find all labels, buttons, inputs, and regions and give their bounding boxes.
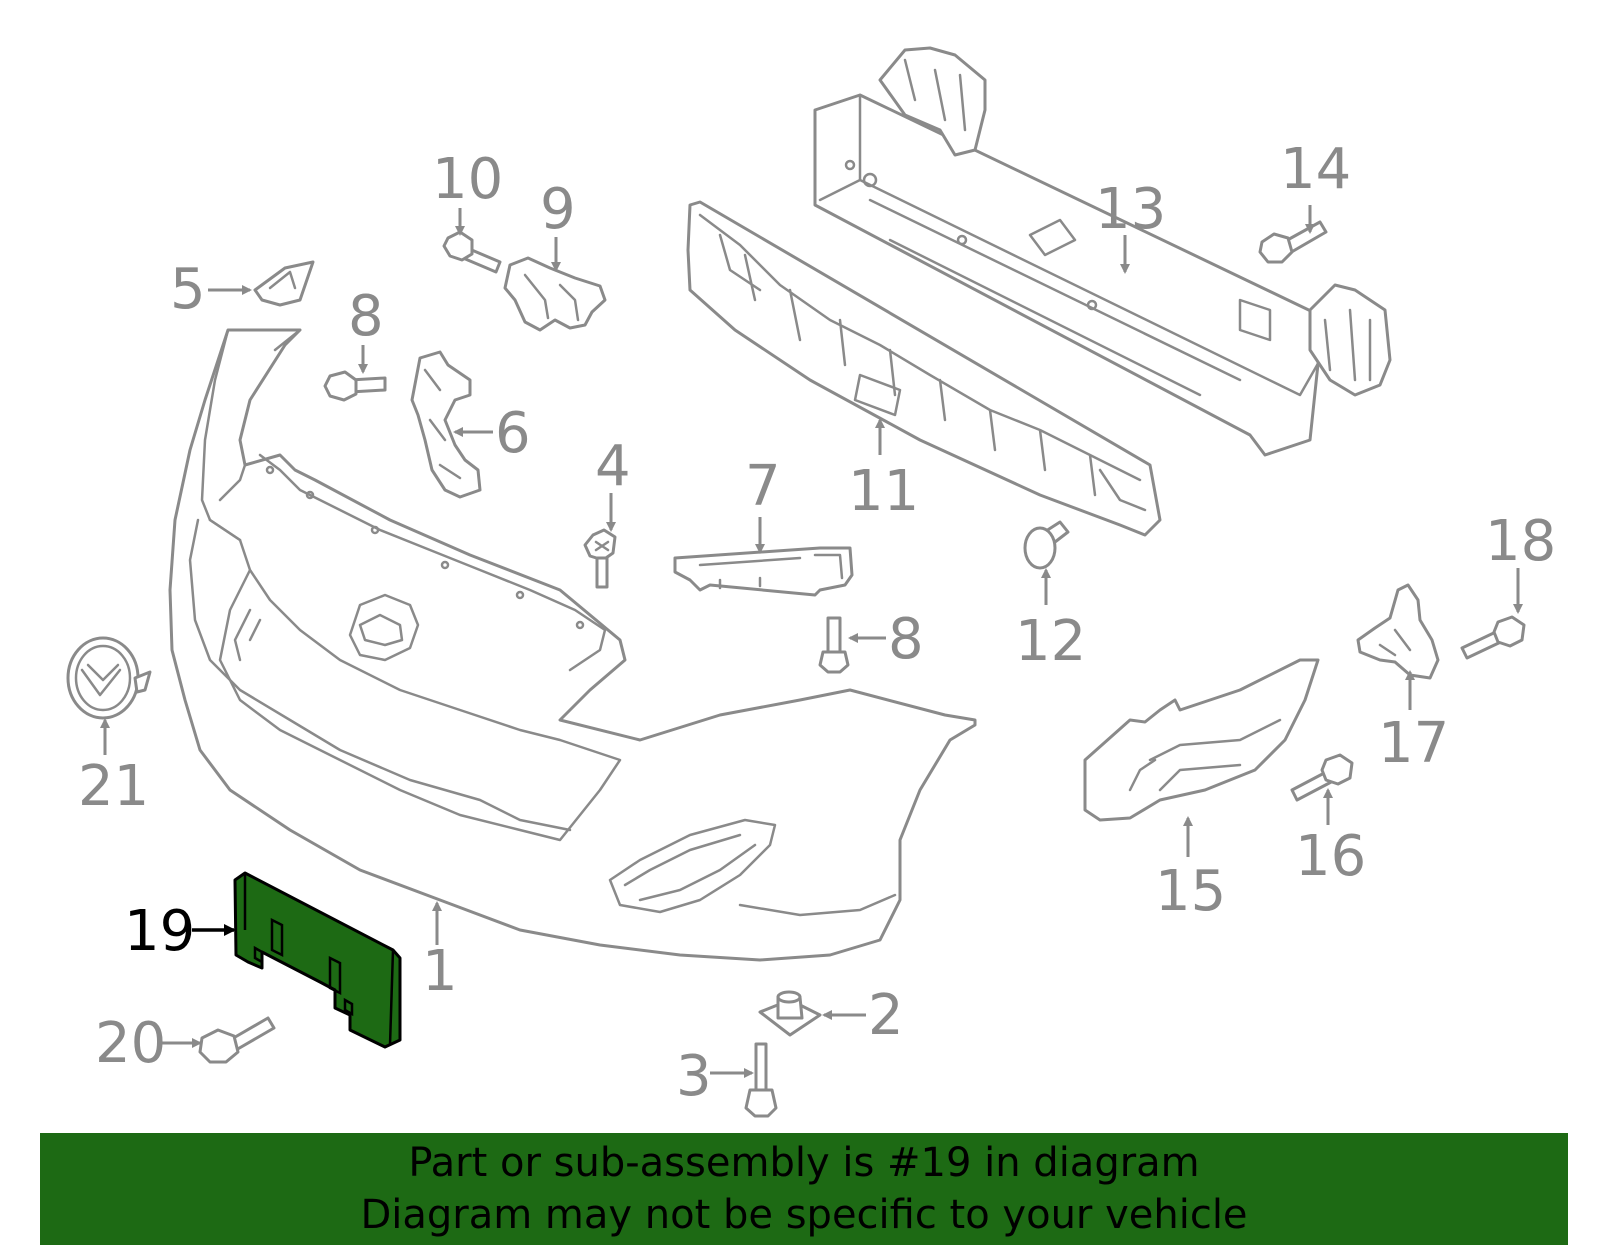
- callout-16: 16: [1295, 824, 1366, 889]
- callout-5: 5: [170, 257, 206, 322]
- part-2-nut: [758, 990, 822, 1037]
- callout-6: 6: [495, 401, 531, 466]
- part-4-clip: [583, 528, 617, 589]
- part-21-emblem: [66, 636, 152, 720]
- part-20-bolt: [198, 1016, 276, 1064]
- callout-20: 20: [95, 1011, 166, 1076]
- part-16-bolt: [1290, 753, 1354, 802]
- part-19-license-bracket: [233, 871, 402, 1049]
- part-3-bolt: [744, 1042, 778, 1118]
- callout-18: 18: [1485, 509, 1556, 574]
- banner-line-2: Diagram may not be specific to your vehi…: [360, 1192, 1248, 1238]
- callout-12: 12: [1015, 609, 1086, 674]
- callout-1: 1: [422, 939, 458, 1004]
- callout-4: 4: [595, 434, 631, 499]
- callout-7: 7: [745, 454, 781, 519]
- part-12-push-pin: [1023, 520, 1070, 570]
- part-5-bracket: [253, 260, 315, 307]
- part-8-upper-bolt: [323, 370, 387, 402]
- callout-10: 10: [432, 147, 503, 212]
- callout-13: 13: [1095, 177, 1166, 242]
- callout-11: 11: [848, 459, 919, 524]
- callout-3: 3: [676, 1044, 712, 1109]
- callout-14: 14: [1280, 137, 1351, 202]
- callout-17: 17: [1378, 711, 1449, 776]
- callout-arrows: [100, 205, 1523, 1078]
- callout-9: 9: [540, 177, 576, 242]
- part-14-bolt: [1258, 220, 1328, 264]
- part-15-fog-bracket: [1083, 658, 1320, 822]
- part-7-retainer: [673, 546, 854, 597]
- part-8-lower-bolt: [818, 616, 850, 674]
- callout-8-upper: 8: [348, 284, 384, 349]
- part-17-bracket: [1356, 583, 1440, 680]
- info-banner: Part or sub-assembly is #19 in diagram D…: [40, 1133, 1568, 1245]
- callout-8-lower: 8: [888, 607, 924, 672]
- part-13-reinforcement-beam: [813, 46, 1392, 457]
- callout-21: 21: [78, 754, 149, 819]
- part-1-bumper-cover: [168, 328, 977, 962]
- part-6-side-bracket: [410, 350, 482, 499]
- callout-15: 15: [1155, 859, 1226, 924]
- callout-labels: 1 2 3 4 5 6 7 8 8 9 10 11 12 13 14 15 16…: [78, 137, 1556, 1109]
- callout-2: 2: [868, 983, 904, 1048]
- part-18-bolt: [1460, 615, 1526, 660]
- part-10-bolt: [442, 230, 502, 274]
- banner-line-1: Part or sub-assembly is #19 in diagram: [408, 1140, 1200, 1186]
- callout-19: 19: [124, 899, 195, 964]
- part-11-energy-absorber: [686, 200, 1162, 537]
